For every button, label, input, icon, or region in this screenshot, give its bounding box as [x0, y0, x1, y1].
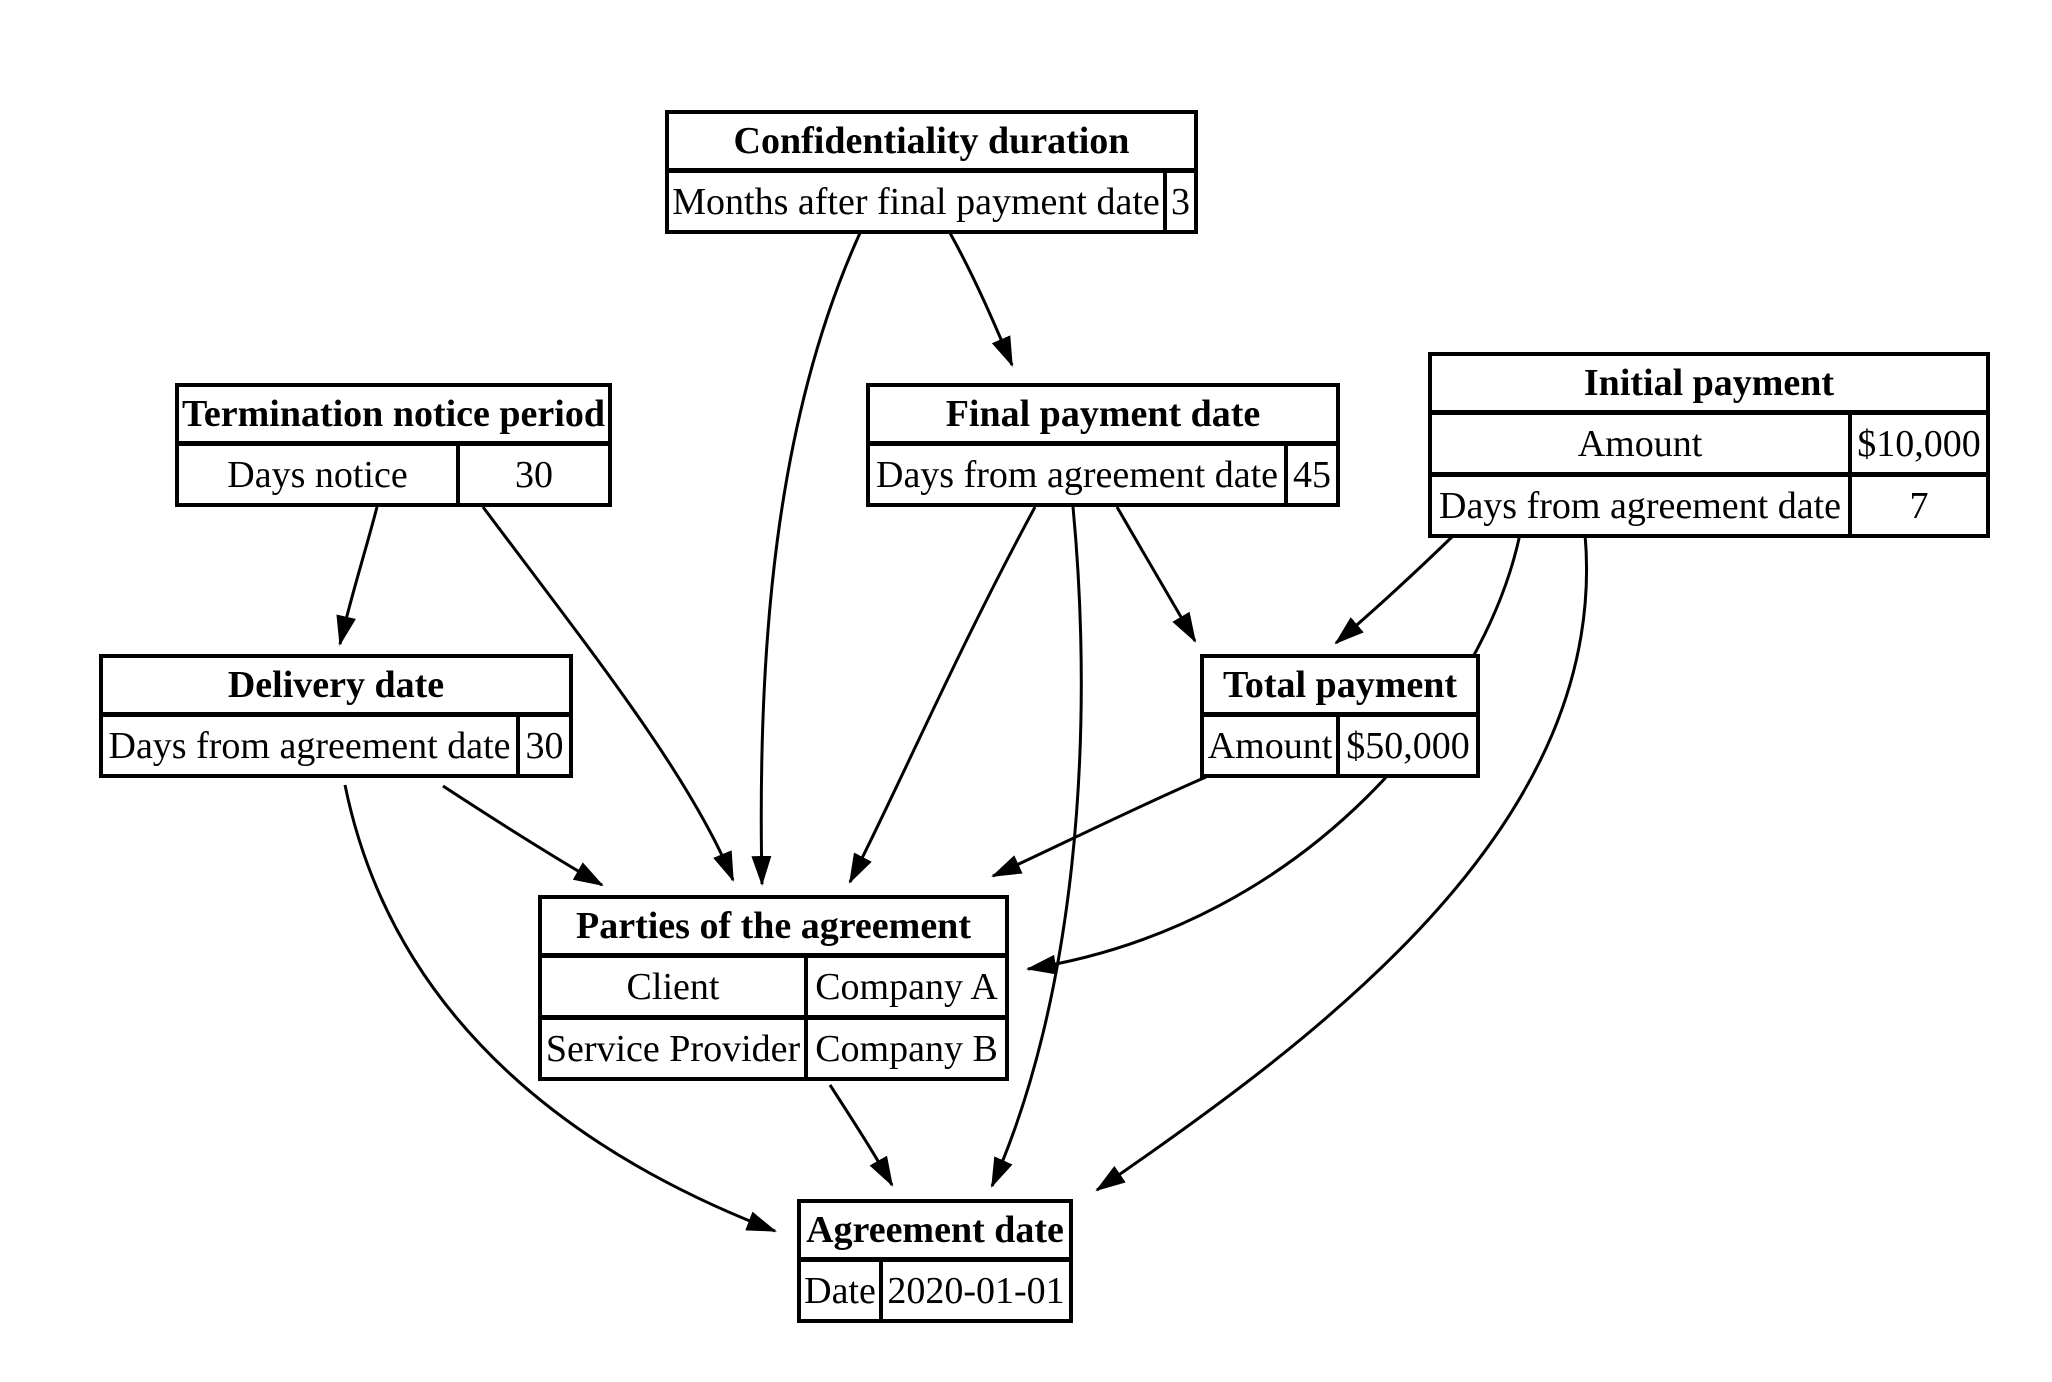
- node-agreement-date: Agreement date Date 2020-01-01: [797, 1199, 1073, 1323]
- table-row: Days from agreement date 7: [1432, 472, 1986, 534]
- row-label: Service Provider: [545, 1027, 801, 1070]
- edge-delivery_date-to-parties_of_the_agreement: [442, 784, 604, 887]
- row-value: $50,000: [1336, 717, 1476, 774]
- row-value: 30: [456, 446, 608, 503]
- row-label: Days from agreement date: [876, 453, 1278, 496]
- row-value: 2020-01-01: [879, 1262, 1069, 1319]
- node-total-payment: Total payment Amount $50,000: [1200, 654, 1480, 778]
- table-row: Amount $10,000: [1432, 410, 1986, 472]
- row-label: Days from agreement date: [108, 724, 511, 767]
- table-row: Date 2020-01-01: [801, 1257, 1069, 1319]
- row-label: Amount: [1207, 724, 1333, 767]
- edge-final_payment_date-to-parties_of_the_agreement: [848, 506, 1037, 884]
- row-value: Company B: [804, 1020, 1005, 1077]
- row-value: $10,000: [1848, 415, 1986, 472]
- node-title: Total payment: [1222, 664, 1457, 706]
- edge-confidentiality_duration-to-final_payment_date: [948, 232, 1014, 367]
- row-value: 30: [516, 717, 569, 774]
- edge-parties_of_the_agreement-to-agreement_date: [828, 1084, 894, 1187]
- row-label: Amount: [1577, 422, 1703, 465]
- node-title: Final payment date: [945, 393, 1261, 435]
- node-title: Initial payment: [1583, 362, 1835, 404]
- row-value: 45: [1284, 446, 1336, 503]
- table-row: Days from agreement date 45: [870, 441, 1336, 503]
- edge-final_payment_date-to-agreement_date: [990, 506, 1083, 1188]
- row-value: 3: [1163, 173, 1194, 230]
- edge-termination_notice_period-to-delivery_date: [336, 506, 379, 646]
- node-termination-notice-period: Termination notice period Days notice 30: [175, 383, 612, 507]
- table-row: Days from agreement date 30: [103, 712, 569, 774]
- table-row: Client Company A: [542, 953, 1005, 1015]
- edge-total_payment-to-parties_of_the_agreement: [991, 775, 1207, 878]
- row-label: Client: [626, 965, 720, 1008]
- table-row: Days notice 30: [179, 441, 608, 503]
- edge-termination_notice_period-to-parties_of_the_agreement: [481, 506, 735, 882]
- table-row: Months after final payment date 3: [669, 168, 1194, 230]
- table-row: Service Provider Company B: [542, 1015, 1005, 1077]
- node-title: Agreement date: [806, 1209, 1064, 1251]
- edge-delivery_date-to-agreement_date: [343, 784, 777, 1233]
- node-title: Delivery date: [227, 664, 445, 706]
- row-value: Company A: [804, 958, 1005, 1015]
- row-label: Months after final payment date: [672, 180, 1160, 223]
- node-initial-payment: Initial payment Amount $10,000 Days from…: [1428, 352, 1990, 538]
- row-value: 7: [1848, 477, 1986, 534]
- table-row: Amount $50,000: [1204, 712, 1476, 774]
- row-label: Date: [804, 1269, 876, 1312]
- node-parties-of-the-agreement: Parties of the agreement Client Company …: [538, 895, 1009, 1081]
- edge-initial_payment-to-parties_of_the_agreement: [1026, 533, 1522, 975]
- node-final-payment-date: Final payment date Days from agreement d…: [866, 383, 1340, 507]
- row-label: Days notice: [227, 453, 408, 496]
- edge-confidentiality_duration-to-parties_of_the_agreement: [751, 232, 862, 886]
- node-title: Termination notice period: [182, 393, 605, 435]
- edge-initial_payment-to-total_payment: [1334, 532, 1457, 645]
- node-delivery-date: Delivery date Days from agreement date 3…: [99, 654, 573, 778]
- node-confidentiality-duration: Confidentiality duration Months after fi…: [665, 110, 1198, 234]
- edge-final_payment_date-to-total_payment: [1115, 506, 1197, 643]
- node-title: Parties of the agreement: [576, 905, 971, 947]
- node-title: Confidentiality duration: [733, 120, 1130, 162]
- edge-initial_payment-to-agreement_date: [1095, 533, 1588, 1192]
- row-label: Days from agreement date: [1439, 484, 1841, 527]
